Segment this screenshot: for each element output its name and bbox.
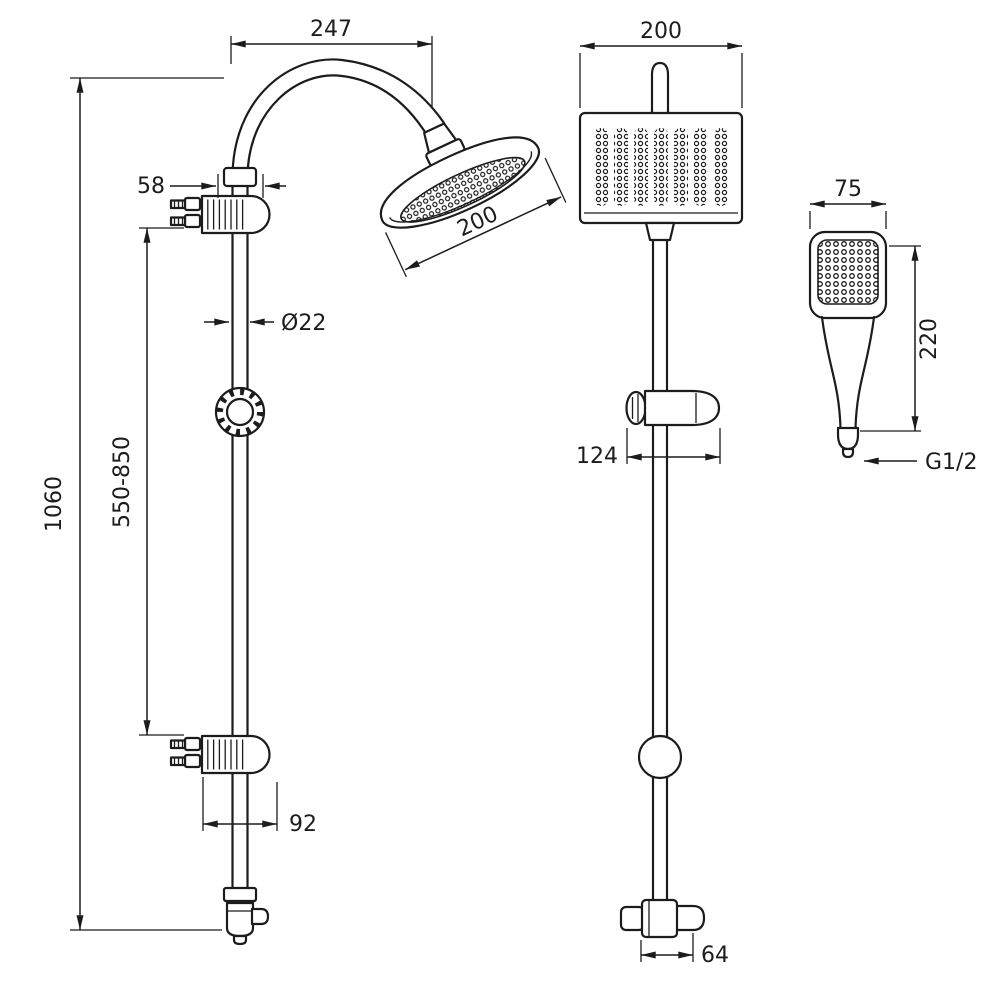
hand-shower-handle-left-edge [820, 315, 842, 430]
hand-shower-cap [836, 426, 860, 451]
hand-shower-face-nozzles [817, 239, 879, 305]
dim-bracket-spacing: 550-850 [110, 227, 184, 736]
riser-pipe-side [231, 180, 249, 907]
dim-label-bracket-depth: 92 [289, 812, 317, 837]
height-adjust-knob-side [214, 386, 266, 438]
dim-label-slider-length: 124 [576, 444, 618, 469]
dim-arm-reach: 247 [230, 17, 433, 108]
dim-label-top-offset: 58 [137, 174, 165, 199]
dim-head-width-front: 200 [579, 19, 743, 108]
dim-label-hand-length: 220 [917, 318, 942, 360]
dim-label-hand-head-width: 75 [834, 177, 862, 202]
riser-pipe-front [651, 228, 669, 905]
dim-label-arm-reach: 247 [310, 17, 352, 42]
head-collar-front [644, 221, 676, 242]
rain-head-nozzles-front [594, 128, 728, 206]
dim-label-diverter-width: 64 [701, 943, 729, 968]
slider-handle-front [625, 389, 721, 427]
side-view: 200 247 58 [42, 17, 567, 946]
dim-total-height: 1060 [42, 77, 224, 931]
hand-shower-view: 75 220 G1/2 [808, 177, 977, 475]
dim-top-offset: 58 [137, 174, 286, 199]
shower-arm [231, 58, 446, 180]
dim-slider-length: 124 [576, 428, 721, 469]
dim-hand-head-width: 75 [809, 177, 887, 229]
wall-bracket-upper [169, 194, 271, 235]
dim-pipe-diameter: Ø22 [204, 311, 326, 336]
dim-head-diameter: 200 [385, 157, 567, 278]
height-adjust-knob-front [637, 734, 683, 780]
diverter-front [619, 898, 706, 939]
dim-hand-length: 220 [860, 245, 942, 432]
dim-label-pipe-diameter: Ø22 [281, 311, 326, 336]
wall-bracket-lower [169, 734, 271, 775]
bottom-outlet-side [222, 886, 270, 946]
dim-thread: G1/2 [863, 450, 977, 475]
front-view: 200 124 64 [576, 19, 744, 968]
dim-diverter-width: 64 [640, 933, 729, 968]
hand-shower-tip [841, 447, 855, 459]
top-stub-front [650, 61, 670, 118]
dim-label-head-width-front: 200 [640, 19, 682, 44]
rain-head-side: 200 [379, 122, 567, 278]
dim-bracket-depth: 92 [202, 777, 317, 837]
arm-base-nut [222, 166, 258, 188]
hand-shower-handle-right-edge [854, 315, 876, 430]
dim-label-bracket-spacing: 550-850 [110, 436, 135, 528]
dim-label-total-height: 1060 [42, 476, 67, 532]
dim-label-thread: G1/2 [925, 450, 977, 475]
